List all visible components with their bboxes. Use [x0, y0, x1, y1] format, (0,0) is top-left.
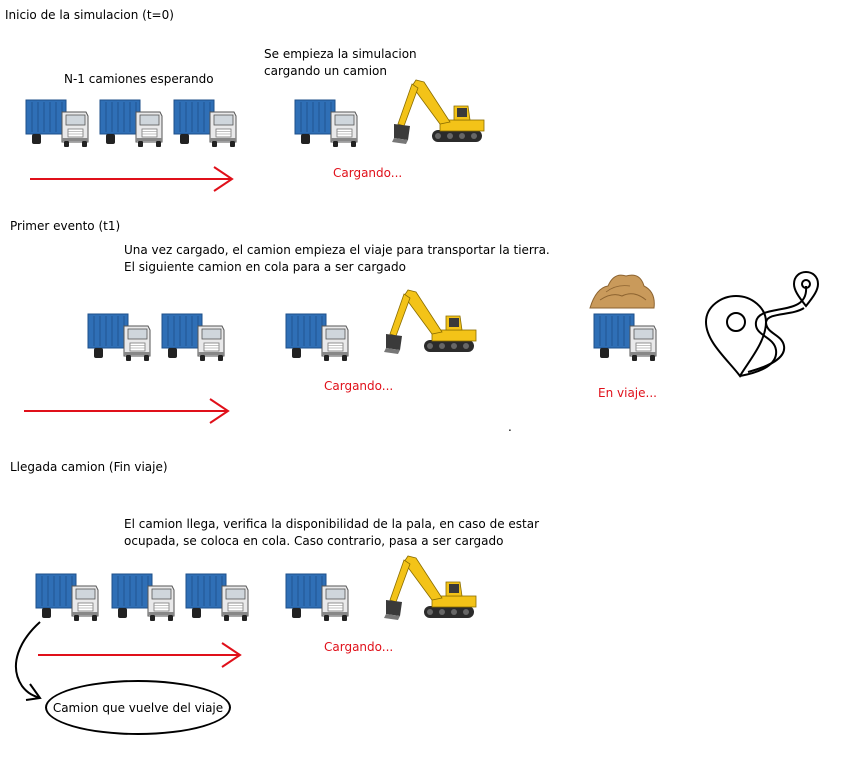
section3-description-line2: ocupada, se coloca en cola. Caso contrar… [124, 534, 504, 548]
section2-description-line1: Una vez cargado, el camion empieza el vi… [124, 243, 550, 257]
excavator-icon [383, 555, 477, 621]
loading-status: Cargando... [324, 640, 394, 654]
section2-description-line2: El siguiente camion en cola para a ser c… [124, 260, 406, 274]
queue-arrow [24, 398, 230, 424]
returning-truck-label: Camion que vuelve del viaje [52, 700, 224, 715]
section3-title: Llegada camion (Fin viaje) [10, 460, 168, 474]
truck-icon [285, 573, 349, 622]
queue-arrow [30, 166, 234, 192]
truck-icon [111, 573, 175, 622]
start-label-line2: cargando un camion [264, 64, 387, 78]
truck-icon [185, 573, 249, 622]
route-map-icon [704, 270, 820, 378]
section2-title: Primer evento (t1) [10, 219, 121, 233]
loading-status: Cargando... [324, 379, 394, 393]
waiting-trucks-label: N-1 camiones esperando [64, 72, 214, 86]
truck-icon [35, 573, 99, 622]
dirt-pile-icon [589, 274, 655, 309]
loading-status: Cargando... [333, 166, 403, 180]
stray-mark: . [508, 420, 512, 434]
queue-arrow [38, 642, 242, 668]
curved-arrow-icon [15, 621, 42, 701]
travel-status: En viaje... [598, 386, 657, 400]
section3-description-line1: El camion llega, verifica la disponibili… [124, 517, 540, 531]
returning-truck-ellipse: Camion que vuelve del viaje [45, 680, 231, 735]
start-label-line1: Se empieza la simulacion [264, 47, 417, 61]
section1-title: Inicio de la simulacion (t=0) [5, 8, 174, 22]
